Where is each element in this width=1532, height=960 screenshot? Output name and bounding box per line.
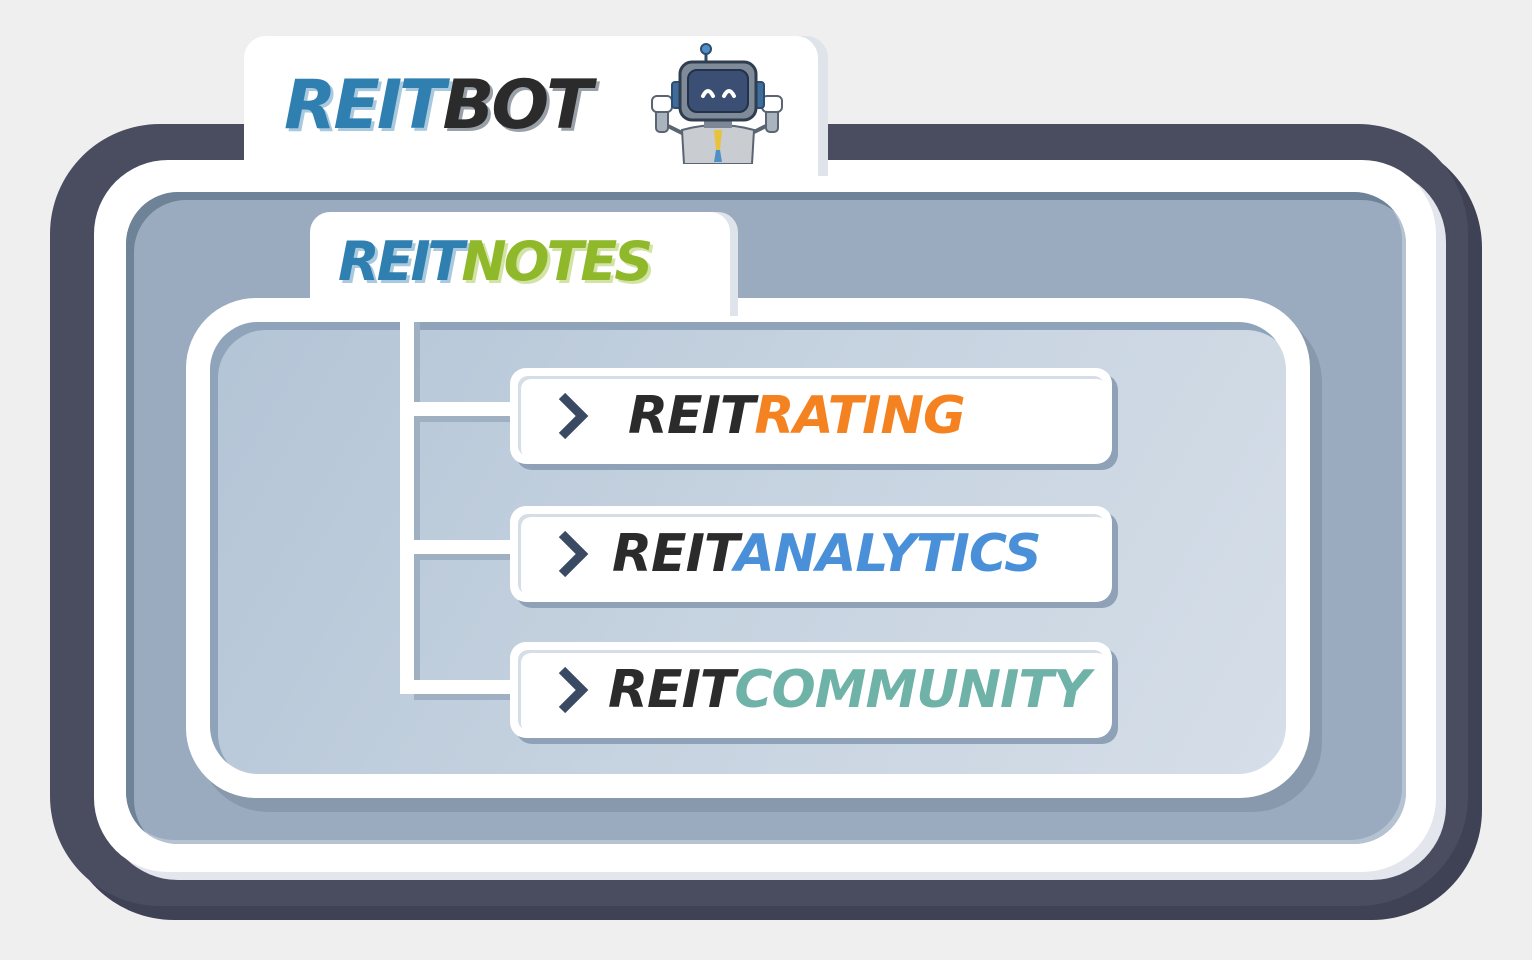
tree-trunk-shadow [414, 322, 420, 684]
tree-trunk [400, 318, 414, 694]
reitnotes-logo: REITNOTES [338, 230, 653, 294]
reitrating-label: REITRATING [628, 384, 966, 448]
tree-branch-1-shadow [414, 416, 512, 422]
tree-branch-1 [400, 402, 512, 416]
reitbot-logo-suffix: BOT [442, 66, 593, 145]
reitrating-label-prefix: REIT [628, 386, 755, 446]
chevron-right-icon [558, 530, 589, 578]
reitbot-logo: REITBOT [284, 66, 593, 146]
reitnotes-tab [310, 212, 730, 316]
reitanalytics-label-prefix: REIT [612, 524, 735, 584]
robot-mascot-icon [651, 43, 783, 164]
chevron-right-icon [558, 392, 589, 440]
tree-branch-2-shadow [414, 554, 512, 560]
reitcommunity-label: REITCOMMUNITY [608, 658, 1090, 722]
tree-branch-2 [400, 540, 512, 554]
tree-branch-3-shadow [414, 694, 512, 700]
reitcommunity-button[interactable]: REITCOMMUNITY [510, 642, 1112, 738]
reitbot-logo-prefix: REIT [284, 66, 445, 145]
reitcommunity-label-suffix: COMMUNITY [734, 660, 1090, 720]
reitnotes-logo-suffix: NOTES [461, 230, 653, 293]
reitnotes-logo-prefix: REIT [338, 230, 464, 293]
reitrating-button[interactable]: REITRATING [510, 368, 1112, 464]
reitanalytics-label-suffix: ANALYTICS [734, 524, 1041, 584]
chevron-right-icon [558, 666, 589, 714]
tree-branch-3 [400, 680, 512, 694]
reitanalytics-button[interactable]: REITANALYTICS [510, 506, 1112, 602]
reitrating-label-suffix: RATING [754, 386, 965, 446]
reitcommunity-label-prefix: REIT [608, 660, 735, 720]
reitanalytics-label: REITANALYTICS [612, 522, 1042, 586]
